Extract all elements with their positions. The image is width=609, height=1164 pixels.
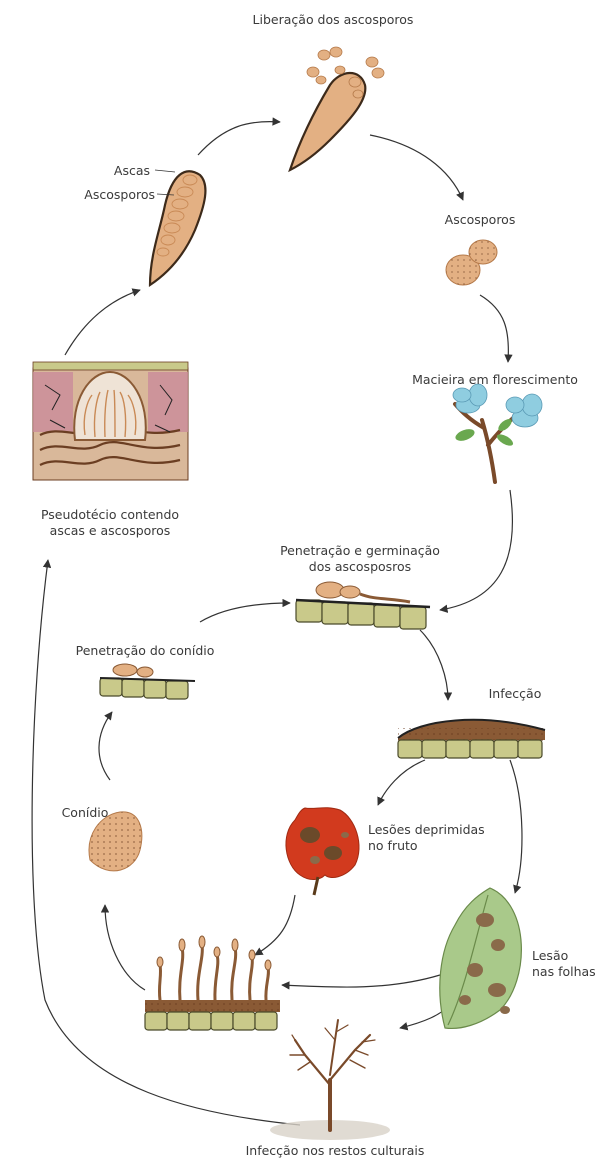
label-pseudothecium-1: Pseudotécio contendo xyxy=(10,507,210,523)
label-asci-ascospores: Ascosporos xyxy=(60,187,155,203)
arrow-penetration-to-infection xyxy=(420,630,448,700)
label-fruit-lesions-2: no fruto xyxy=(368,838,418,854)
arrow-infection-to-fruit xyxy=(378,760,425,805)
conidium-penetration-tissue-illustration xyxy=(100,664,195,699)
label-ascospores: Ascosporos xyxy=(430,212,530,228)
infection-tissue-illustration xyxy=(398,720,545,758)
arrow-conidium-to-conidium-penetration xyxy=(99,712,112,780)
arrow-pseudothecium-to-asci xyxy=(65,290,140,355)
crop-residue-tree-illustration xyxy=(270,1020,390,1140)
label-fruit-lesions-1: Lesões deprimidas xyxy=(368,822,485,838)
arrow-ascospores-to-tree xyxy=(480,295,508,362)
flowering-apple-illustration xyxy=(453,384,542,482)
label-ascospore-release: Liberação dos ascosporos xyxy=(228,12,438,28)
ascus-release-illustration xyxy=(290,47,384,170)
arrow-fruit-to-sporulation xyxy=(255,895,295,955)
sporulation-tissue-illustration xyxy=(145,936,280,1030)
arrow-sporulation-to-conidium xyxy=(105,905,145,990)
label-conidium: Conídio xyxy=(45,805,125,821)
leaf-lesions-illustration xyxy=(440,888,522,1028)
label-conidium-penetration: Penetração do conídio xyxy=(50,643,240,659)
label-leaf-lesion-2: nas folhas xyxy=(532,964,596,980)
label-penetration-germination-2: dos ascosposros xyxy=(255,559,465,575)
arrow-release-to-ascospores xyxy=(370,135,463,200)
arrow-leaf-to-sporulation xyxy=(282,975,440,987)
arrow-asci-to-release xyxy=(198,122,280,155)
label-flowering-apple: Macieira em florescimento xyxy=(395,372,595,388)
fruit-lesions-illustration xyxy=(286,808,359,895)
label-leaf-lesion-1: Lesão xyxy=(532,948,568,964)
label-infection: Infecção xyxy=(470,686,560,702)
germination-tissue-illustration xyxy=(296,582,430,629)
label-residue-infection: Infecção nos restos culturais xyxy=(220,1143,450,1159)
label-asci: Ascas xyxy=(80,163,150,179)
pseudothecium-illustration xyxy=(33,362,188,480)
label-penetration-germination-1: Penetração e germinação xyxy=(255,543,465,559)
ascospore-illustration xyxy=(446,240,497,285)
label-pseudothecium-2: ascas e ascosporos xyxy=(10,523,210,539)
arrow-conidium-penetration-to-penetration xyxy=(200,603,290,622)
ascus-illustration xyxy=(150,170,205,285)
arrow-infection-to-leaf xyxy=(510,760,522,893)
